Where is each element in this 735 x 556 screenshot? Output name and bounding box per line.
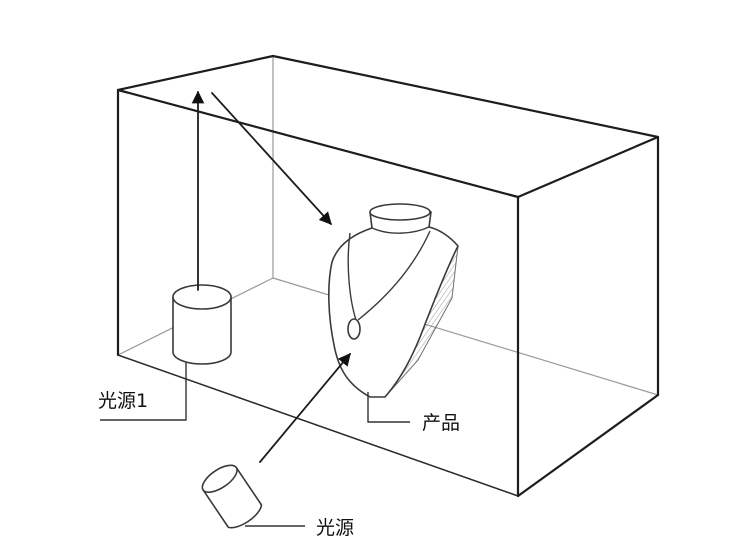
product-label: 产品: [422, 412, 460, 434]
necklace-pendant: [347, 318, 361, 340]
product-necklace-bust: [328, 203, 459, 398]
top-light-ray-arrow: [211, 92, 332, 225]
light-source-1-cylinder: [172, 284, 232, 365]
light-source-1-label: 光源1: [98, 390, 148, 412]
light-source-1-leader: [100, 362, 187, 421]
light-source-ray-arrow: [259, 353, 351, 463]
product-leader: [367, 392, 410, 423]
light-source-cylinder: [201, 464, 263, 529]
box-edges: [116, 54, 660, 498]
light-source-label: 光源: [316, 517, 354, 539]
